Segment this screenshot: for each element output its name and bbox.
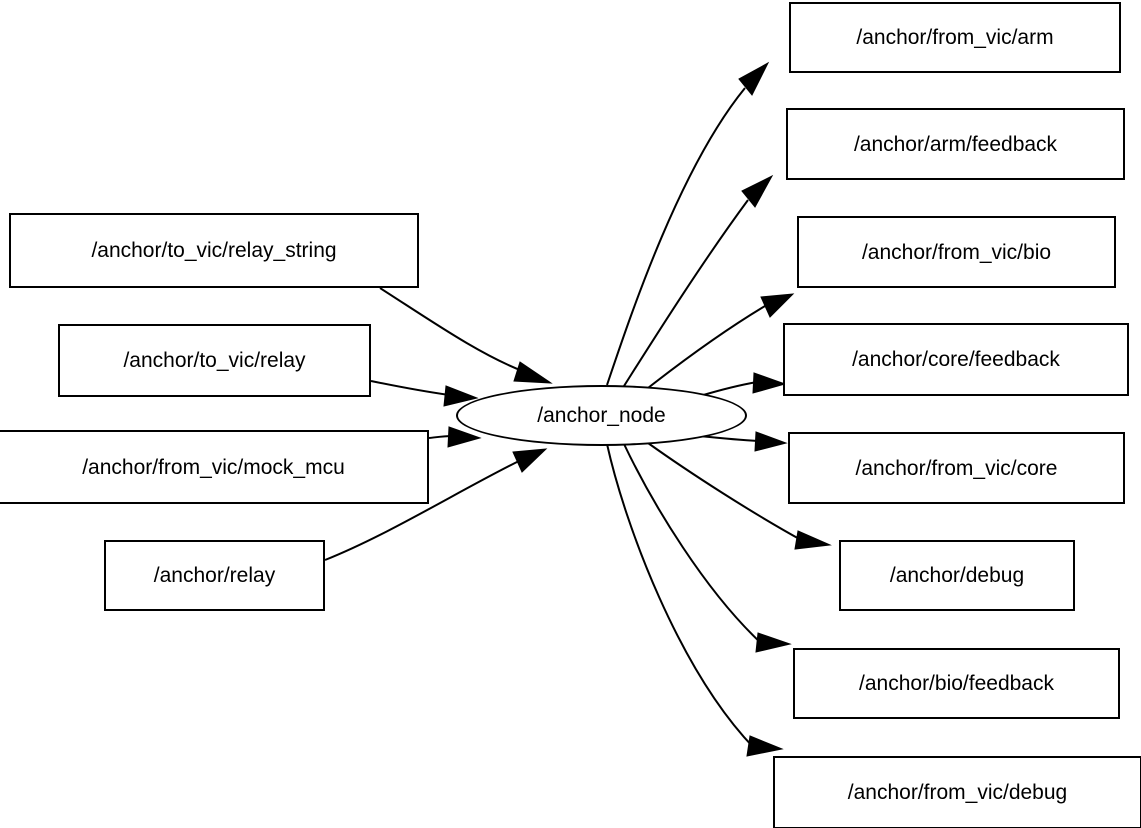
node-box-from-vic-bio[interactable]: /anchor/from_vic/bio	[797, 216, 1116, 288]
node-label: /anchor/from_vic/mock_mcu	[82, 455, 345, 479]
node-box-from-vic-debug[interactable]: /anchor/from_vic/debug	[773, 756, 1141, 828]
node-label: /anchor/from_vic/debug	[847, 781, 1068, 804]
edge-mock-mcu-to-anchor-node	[428, 426, 482, 448]
node-box-arm-feedback[interactable]: /anchor/arm/feedback	[786, 108, 1125, 180]
node-box-from-vic-mock-mcu[interactable]: /anchor/from_vic/mock_mcu	[0, 430, 429, 504]
node-label: /anchor_node	[537, 404, 666, 427]
node-box-core-feedback[interactable]: /anchor/core/feedback	[783, 323, 1129, 396]
node-label: /anchor/to_vic/relay	[123, 349, 306, 372]
node-box-from-vic-core[interactable]: /anchor/from_vic/core	[788, 432, 1125, 504]
edge-anchor-node-to-debug	[647, 442, 832, 550]
node-label: /anchor/arm/feedback	[853, 132, 1058, 156]
edge-anchor-node-to-bio-feedback	[623, 443, 792, 653]
edge-anchor-node-to-from-vic-bio	[647, 293, 795, 389]
node-label: /anchor/from_vic/arm	[856, 26, 1054, 49]
node-label: /anchor/relay	[153, 564, 276, 587]
node-label: /anchor/from_vic/core	[855, 456, 1058, 480]
edge-anchor-node-to-from-vic-debug	[606, 443, 784, 757]
node-label: /anchor/to_vic/relay_string	[91, 239, 337, 262]
node-box-to-vic-relay[interactable]: /anchor/to_vic/relay	[58, 324, 371, 397]
node-box-bio-feedback[interactable]: /anchor/bio/feedback	[793, 648, 1120, 719]
edge-anchor-node-to-arm-feedback	[623, 174, 774, 387]
node-label: /anchor/bio/feedback	[859, 672, 1054, 695]
edge-anchor-node-to-core-feedback	[699, 372, 787, 397]
edge-relay-to-anchor-node	[370, 380, 479, 407]
node-label: /anchor/core/feedback	[852, 348, 1060, 371]
edge-anchor-node-to-from-vic-arm	[606, 61, 770, 386]
node-box-anchor-debug[interactable]: /anchor/debug	[839, 540, 1075, 611]
edge-relay-string-to-anchor-node	[379, 287, 553, 384]
node-box-from-vic-arm[interactable]: /anchor/from_vic/arm	[789, 2, 1121, 73]
edge-anchor-relay-to-anchor-node	[324, 448, 548, 561]
node-label: /anchor/debug	[889, 564, 1025, 587]
node-ellipse-anchor-node[interactable]: /anchor_node	[456, 385, 747, 446]
node-box-to-vic-relay-string[interactable]: /anchor/to_vic/relay_string	[9, 213, 419, 288]
node-label: /anchor/from_vic/bio	[861, 240, 1052, 264]
node-box-anchor-relay[interactable]: /anchor/relay	[104, 540, 325, 611]
